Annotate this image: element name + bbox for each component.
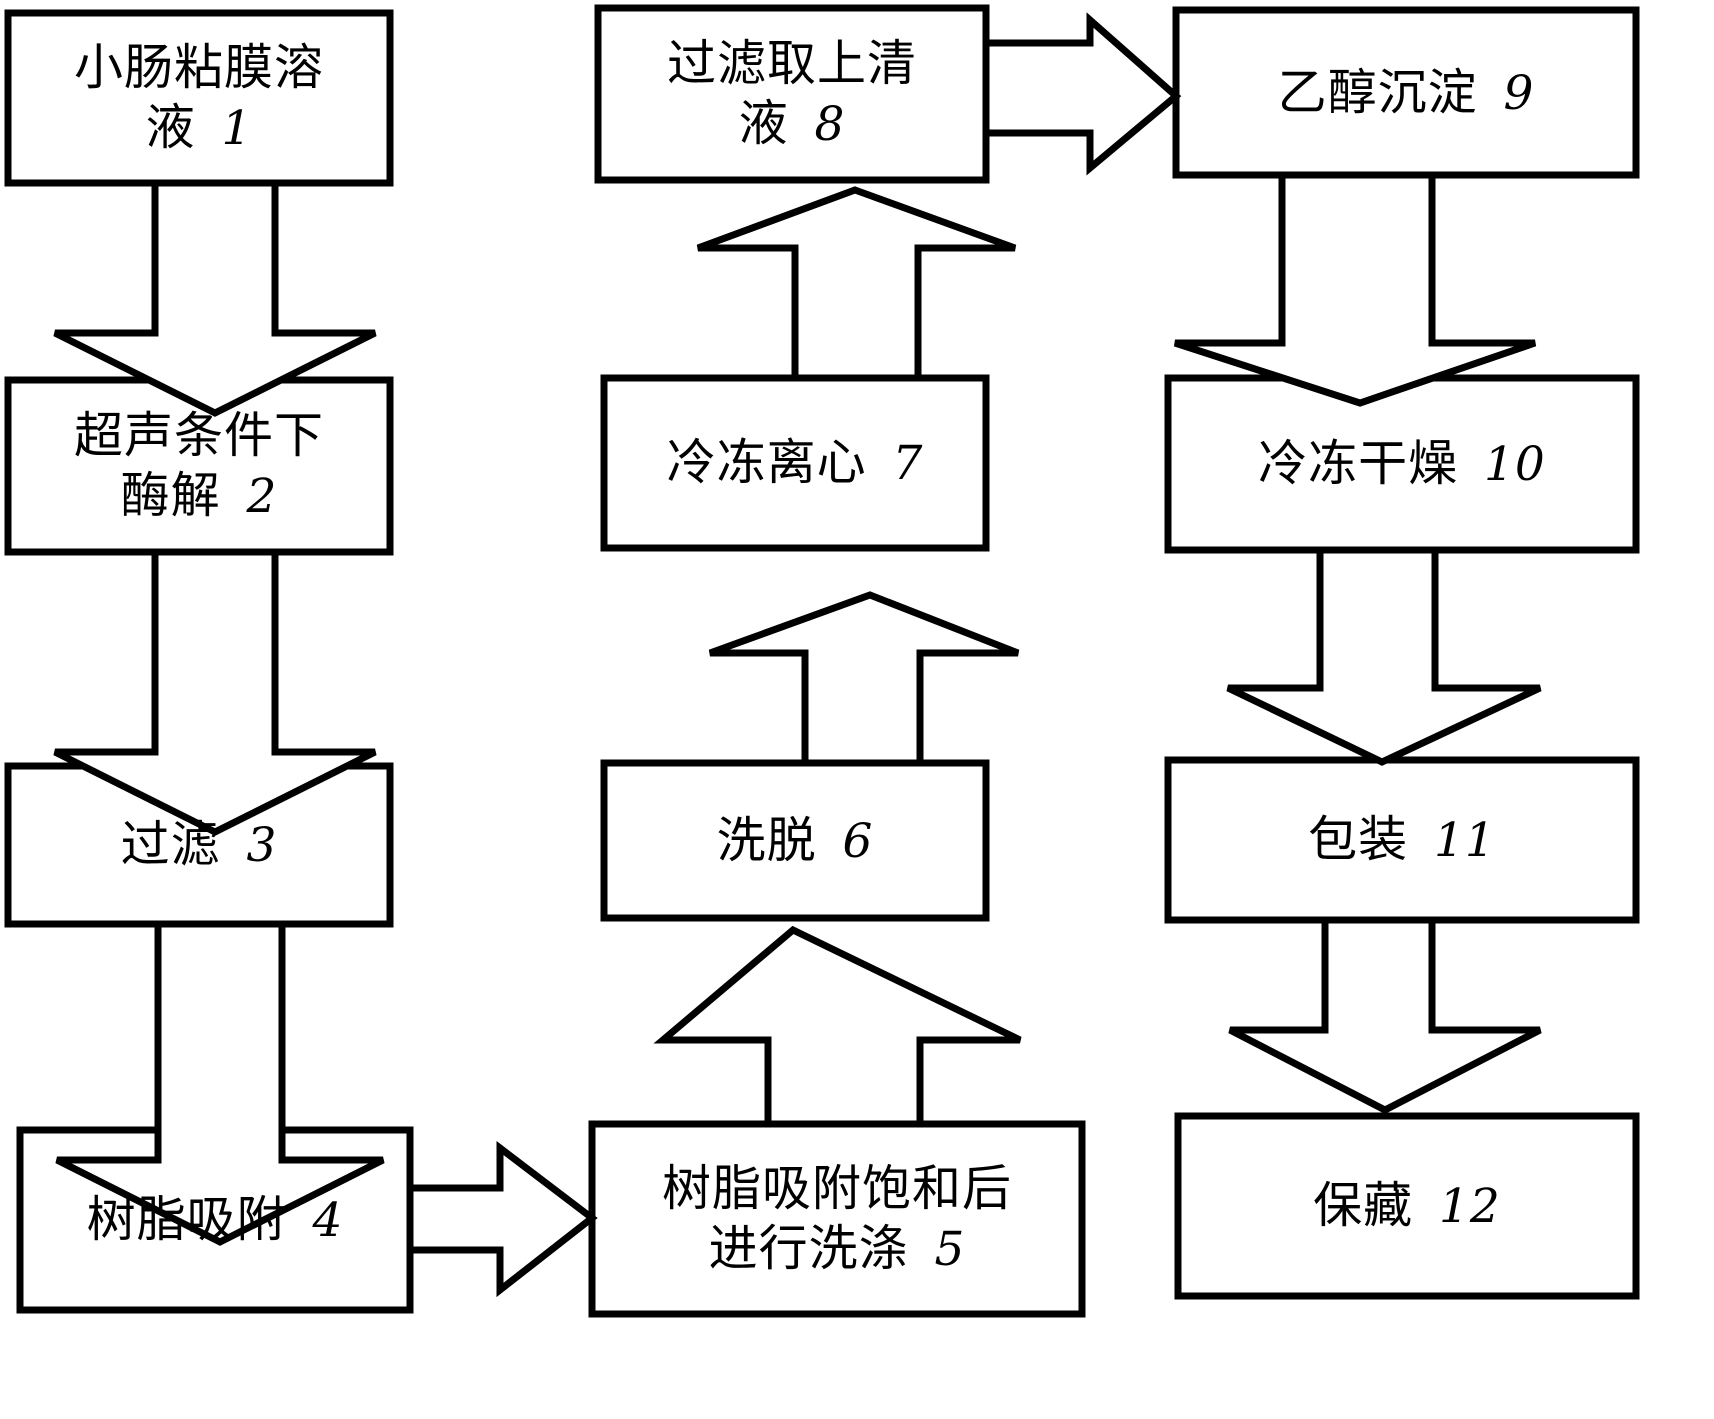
node-box-n12	[1174, 1112, 1640, 1300]
arrow-n4-to-n5	[406, 1140, 598, 1298]
arrow-n2-to-n3	[53, 548, 377, 836]
node-box-n1	[4, 9, 394, 187]
node-box-n9	[1172, 6, 1640, 179]
node-box-n5	[588, 1120, 1086, 1318]
arrow-n5-to-n6	[653, 925, 1022, 1128]
arrow-n7-to-n8	[696, 186, 1017, 382]
node-box-n8	[594, 4, 990, 184]
arrow-n9-to-n10	[1173, 171, 1537, 407]
node-box-n10	[1164, 374, 1640, 554]
arrow-n8-to-n9	[982, 12, 1182, 176]
arrow-n6-to-n7	[708, 591, 1020, 767]
arrow-n10-to-n11	[1226, 546, 1542, 766]
node-box-n11	[1164, 756, 1640, 924]
arrow-n1-to-n2	[53, 179, 377, 417]
node-box-n6	[600, 759, 990, 922]
node-box-n7	[600, 374, 990, 552]
arrow-n11-to-n12	[1228, 916, 1542, 1114]
arrow-n3-to-n4	[55, 920, 385, 1246]
